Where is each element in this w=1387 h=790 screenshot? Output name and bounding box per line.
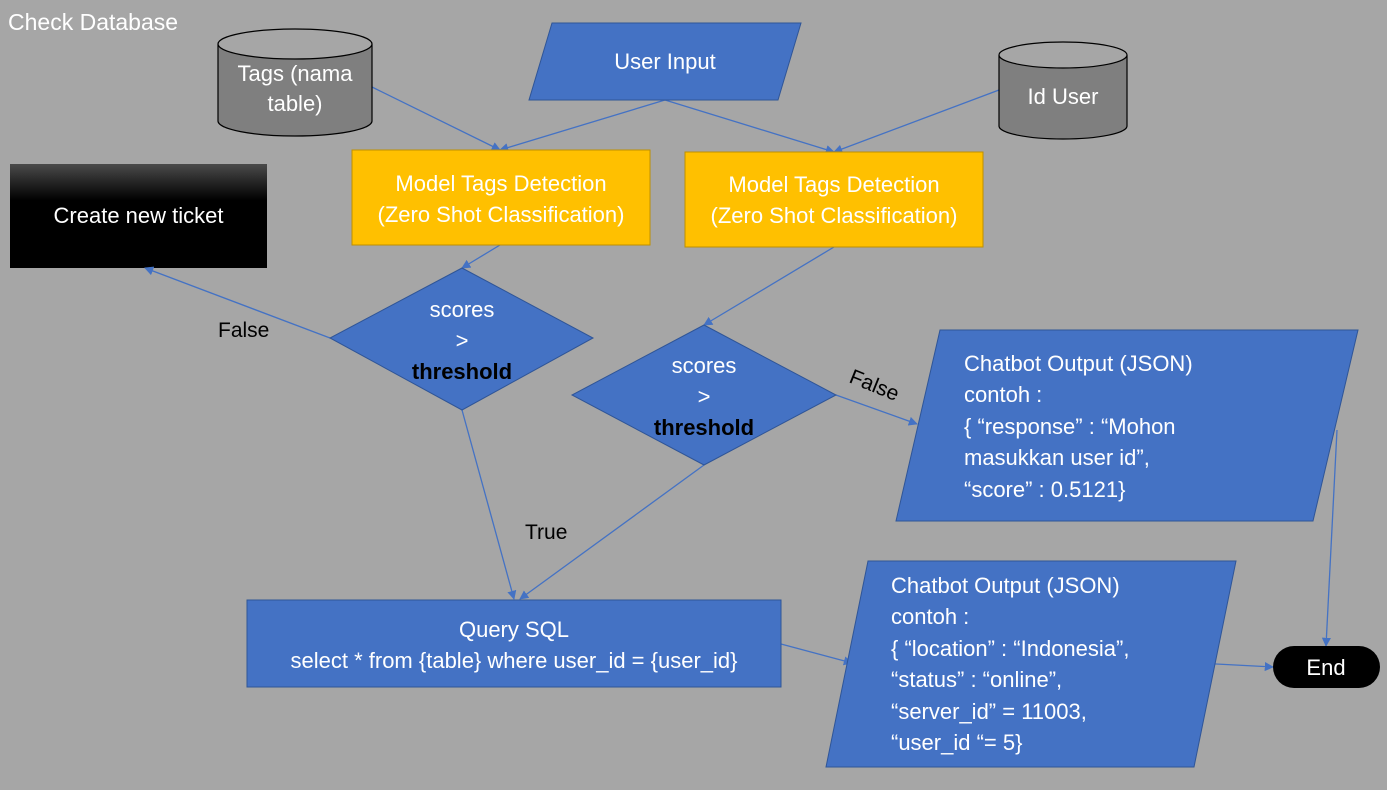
- edge-label-true: True: [525, 521, 567, 544]
- id-user-database: Id User: [998, 41, 1128, 140]
- output-top-line-4: masukkan user id”,: [964, 445, 1150, 470]
- model-left-line-1: Model Tags Detection: [395, 171, 606, 196]
- edge-label-false-right: False: [846, 365, 902, 406]
- connectors: [144, 86, 1338, 672]
- model-right-line-1: Model Tags Detection: [728, 172, 939, 197]
- decision-left-line-2: >: [456, 328, 469, 353]
- edge-decision-left-false-to-ticket: [144, 266, 331, 339]
- output-bottom-line-6: “user_id “= 5}: [891, 730, 1022, 755]
- tags-database-line-2: table): [267, 91, 322, 116]
- edge-model-left-to-decision-left: [461, 244, 501, 269]
- query-sql-line-2: select * from {table} where user_id = {u…: [291, 648, 738, 673]
- decision-right-line-3: threshold: [654, 415, 754, 440]
- output-top-line-2: contoh :: [964, 382, 1042, 407]
- edge-decision-right-true-to-query: [519, 464, 705, 600]
- decision-left-line-3: threshold: [412, 359, 512, 384]
- edge-tags-to-model-left: [371, 86, 501, 151]
- decision-right-line-2: >: [698, 384, 711, 409]
- edge-output-top-to-end: [1321, 429, 1338, 647]
- edge-decision-right-false-to-output: [835, 394, 918, 426]
- decision-left-line-1: scores: [430, 297, 495, 322]
- decision-right-line-1: scores: [672, 353, 737, 378]
- user-input-node: User Input: [528, 22, 802, 101]
- end-label: End: [1306, 655, 1345, 680]
- query-sql-line-1: Query SQL: [459, 617, 569, 642]
- edge-label-false-left: False: [218, 319, 269, 342]
- page-title: Check Database: [8, 9, 179, 35]
- user-input-label: User Input: [614, 49, 716, 74]
- tags-database-line-1: Tags (nama: [238, 61, 354, 86]
- output-bottom-node: Chatbot Output (JSON) contoh : { “locati…: [825, 560, 1237, 768]
- edge-query-to-output-bottom: [780, 643, 853, 666]
- decision-left-node: scores > threshold: [328, 267, 595, 411]
- edge-input-to-model-right: [664, 99, 835, 154]
- end-node: End: [1273, 646, 1380, 688]
- tags-database: Tags (nama table): [217, 28, 373, 137]
- model-right-node: Model Tags Detection (Zero Shot Classifi…: [684, 151, 984, 248]
- output-bottom-line-4: “status” : “online”,: [891, 667, 1062, 692]
- model-right-line-2: (Zero Shot Classification): [711, 203, 958, 228]
- output-bottom-line-5: “server_id” = 11003,: [891, 699, 1087, 724]
- output-bottom-line-1: Chatbot Output (JSON): [891, 573, 1120, 598]
- output-top-line-1: Chatbot Output (JSON): [964, 351, 1193, 376]
- output-bottom-line-2: contoh :: [891, 604, 969, 629]
- output-bottom-line-3: { “location” : “Indonesia”,: [891, 636, 1129, 661]
- id-user-database-label: Id User: [1028, 84, 1099, 109]
- output-top-node: Chatbot Output (JSON) contoh : { “respon…: [895, 329, 1359, 522]
- edge-input-to-model-left: [499, 99, 666, 152]
- query-sql-node: Query SQL select * from {table} where us…: [246, 599, 782, 688]
- decision-right-node: scores > threshold: [570, 324, 838, 466]
- edge-iduser-to-model-right: [833, 89, 1000, 154]
- output-top-line-5: “score” : 0.5121}: [964, 477, 1125, 502]
- edge-model-right-to-decision-right: [703, 246, 835, 326]
- create-ticket-label: Create new ticket: [53, 203, 224, 228]
- create-ticket-box: Create new ticket: [10, 164, 267, 268]
- model-left-line-2: (Zero Shot Classification): [378, 202, 625, 227]
- model-left-node: Model Tags Detection (Zero Shot Classifi…: [351, 149, 651, 246]
- edge-decision-left-true-to-query: [461, 409, 517, 600]
- output-top-line-3: { “response” : “Mohon: [964, 414, 1176, 439]
